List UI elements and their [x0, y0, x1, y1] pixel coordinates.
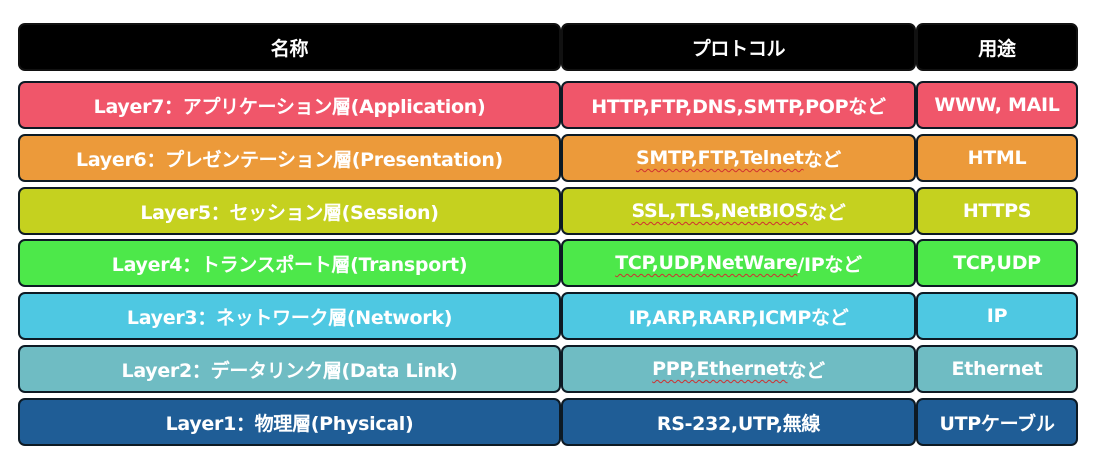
layer-protocols: HTTP,FTP,DNS,SMTP,POPなど — [561, 81, 916, 129]
protocols-text: HTTP,FTP,DNS,SMTP,POPなど — [591, 95, 886, 118]
layer-protocols: TCP,UDP,NetWare/IPなど — [561, 239, 916, 287]
protocols-text: IP,ARP,RARP,ICMPなど — [628, 306, 849, 329]
layer-protocols: RS-232,UTP,無線 — [561, 398, 916, 446]
layer-name: Layer4：トランスポート層(Transport) — [18, 239, 561, 287]
layer-row: Layer1：物理層(Physical) RS-232,UTP,無線 UTPケーブル — [18, 398, 1078, 446]
protocols-text: など — [803, 148, 842, 171]
layer-name: Layer5：セッション層(Session) — [18, 187, 561, 235]
layer-usage: TCP,UDP — [916, 239, 1078, 287]
layer-row: Layer6：プレゼンテーション層(Presentation)SMTP,FTP,… — [18, 134, 1078, 182]
header-row: 名称 プロトコル 用途 — [18, 23, 1078, 71]
header-usage: 用途 — [916, 23, 1078, 71]
header-name: 名称 — [18, 23, 561, 71]
protocols-text: など — [808, 201, 846, 224]
layer-usage: HTTPS — [916, 187, 1078, 235]
layer-row: Layer7：アプリケーション層(Application) HTTP,FTP,DN… — [18, 81, 1078, 129]
layer-name: Layer3：ネットワーク層(Network) — [18, 292, 561, 340]
layer-usage: WWW, MAIL — [916, 81, 1078, 129]
protocols-spellcheck-text: SMTP,FTP,Telnet — [635, 147, 804, 169]
layer-name: Layer6：プレゼンテーション層(Presentation) — [18, 134, 561, 182]
layer-name: Layer1：物理層(Physical) — [18, 398, 561, 446]
layer-protocols: IP,ARP,RARP,ICMPなど — [561, 292, 916, 340]
layer-usage: Ethernet — [916, 345, 1078, 393]
protocols-spellcheck-text: SSL,TLS,NetBIOS — [631, 200, 809, 222]
layer-usage: IP — [916, 292, 1078, 340]
layer-name: Layer2：データリンク層(Data Link) — [18, 345, 561, 393]
protocols-text: /IPなど — [797, 253, 862, 276]
layer-usage: UTPケーブル — [916, 398, 1078, 446]
layer-row: Layer3：ネットワーク層(Network) IP,ARP,RARP,ICMPな… — [18, 292, 1078, 340]
protocols-text: など — [787, 359, 825, 382]
protocols-spellcheck-text: PPP,Ethernet — [652, 358, 788, 380]
layer-row: Layer4：トランスポート層(Transport)TCP,UDP,NetWar… — [18, 239, 1078, 287]
protocols-spellcheck-text: TCP,UDP,NetWare — [615, 252, 798, 274]
protocols-text: RS-232,UTP,無線 — [656, 412, 821, 435]
layer-name: Layer7：アプリケーション層(Application) — [18, 81, 561, 129]
header-protocol: プロトコル — [561, 23, 916, 71]
layer-usage: HTML — [916, 134, 1078, 182]
